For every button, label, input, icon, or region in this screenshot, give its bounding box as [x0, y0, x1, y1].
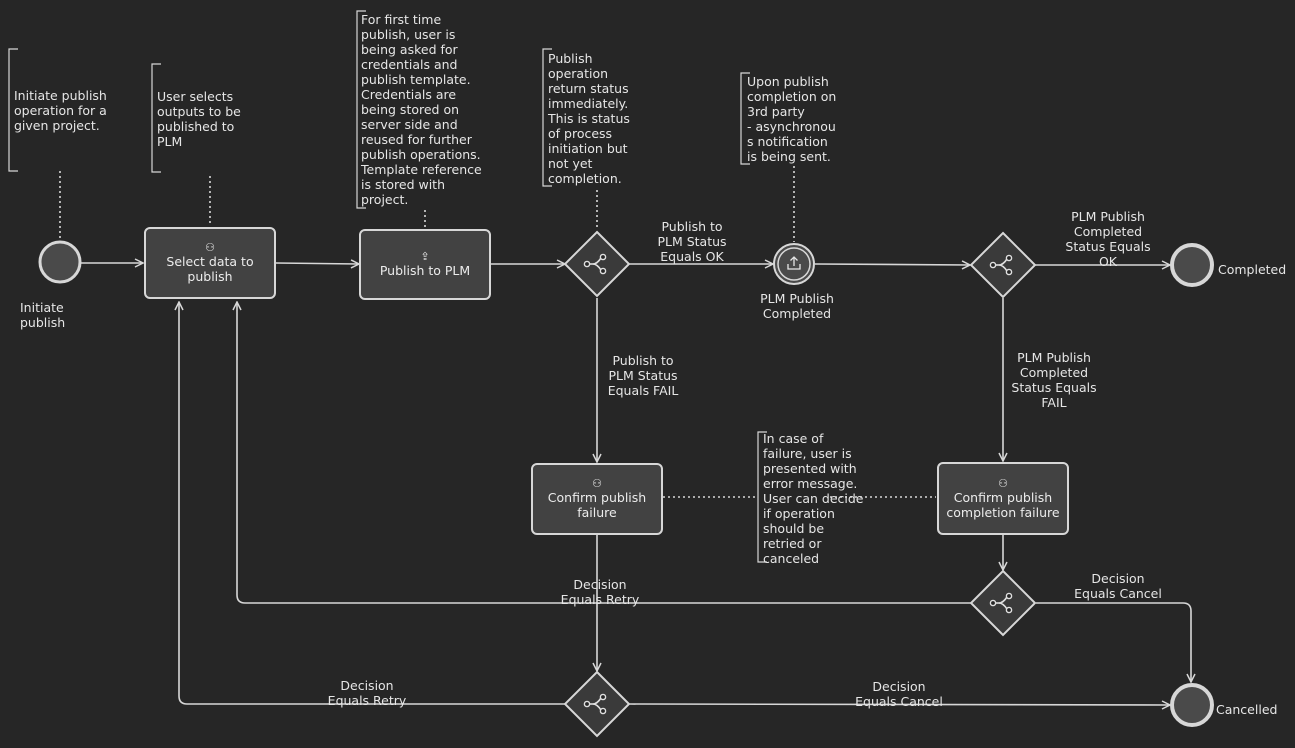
gateway-completion-status[interactable]: [969, 231, 1037, 299]
flow-label-publish-ok: Publish to PLM Status Equals OK: [657, 219, 727, 264]
annotation-bracket-a2: [151, 63, 161, 173]
task-select-data[interactable]: ⚇ Select data to publish: [144, 227, 276, 299]
flow-label-completed-ok: PLM Publish Completed Status Equals OK: [1065, 209, 1151, 269]
flow-label-completed-fail: PLM Publish Completed Status Equals FAIL: [1011, 350, 1097, 410]
task-confirm-publish-failure-label: Confirm publish failure: [547, 490, 647, 520]
task-publish-to-plm-label: Publish to PLM: [379, 263, 471, 278]
user-icon: ⚇: [205, 241, 215, 254]
annotation-bracket-a3: [356, 10, 366, 209]
flow-label-retry-lower: Decision Equals Retry: [327, 678, 407, 708]
flow-label-cancel-upper: Decision Equals Cancel: [1074, 571, 1162, 601]
gateway-publish-decision[interactable]: [563, 670, 631, 738]
cancelled-end-event[interactable]: [1170, 683, 1214, 727]
flow-retry-upper: [237, 302, 971, 604]
flow-label-publish-fail: Publish to PLM Status Equals FAIL: [607, 353, 679, 398]
annotation-bracket-a1: [8, 48, 18, 172]
annotation-initiate: Initiate publish operation for a given p…: [14, 88, 107, 133]
task-select-data-label: Select data to publish: [166, 254, 254, 284]
annotation-bracket-a6: [757, 431, 767, 563]
annotation-bracket-a5: [740, 72, 750, 165]
flow-label-retry-upper: Decision Equals Retry: [560, 577, 640, 607]
upload-icon: [787, 256, 801, 270]
gateway-publish-status[interactable]: [563, 230, 631, 298]
flow-label-cancel-lower: Decision Equals Cancel: [855, 679, 943, 709]
annotation-failure: In case of failure, user is presented wi…: [763, 431, 864, 566]
annotation-bracket-a4: [542, 48, 552, 187]
annotation-return-status: Publish operation return status immediat…: [548, 51, 630, 186]
annotation-async-notification: Upon publish completion on 3rd party - a…: [747, 74, 837, 164]
upload-icon: ⇪: [420, 250, 430, 263]
start-event[interactable]: [38, 240, 82, 284]
flow-select-to-publish: [275, 263, 359, 264]
task-confirm-completion-failure-label: Confirm publish completion failure: [946, 489, 1060, 520]
annotation-select-outputs: User selects outputs to be published to …: [157, 89, 241, 149]
flow-cancel-lower: [628, 704, 1170, 705]
task-confirm-publish-failure[interactable]: ⚇ Confirm publish failure: [531, 463, 663, 535]
completed-label: Completed: [1218, 262, 1287, 277]
flow-cancel-upper: [1036, 602, 1191, 682]
cancelled-label: Cancelled: [1216, 702, 1278, 717]
user-icon: ⚇: [592, 477, 602, 490]
plm-publish-completed-event[interactable]: [773, 243, 815, 285]
start-event-label: Initiate publish: [20, 300, 66, 330]
gateway-completion-decision[interactable]: [969, 569, 1037, 637]
task-publish-to-plm[interactable]: ⇪ Publish to PLM: [359, 229, 491, 300]
flow-completed-event-to-gateway2: [814, 264, 970, 265]
plm-publish-completed-label: PLM Publish Completed: [760, 291, 834, 321]
user-icon: ⚇: [998, 476, 1008, 490]
task-confirm-completion-failure[interactable]: ⚇ Confirm publish completion failure: [937, 462, 1069, 535]
annotation-credentials: For first time publish, user is being as…: [361, 12, 482, 207]
completed-end-event[interactable]: [1170, 243, 1214, 287]
flow-retry-lower: [179, 302, 565, 705]
